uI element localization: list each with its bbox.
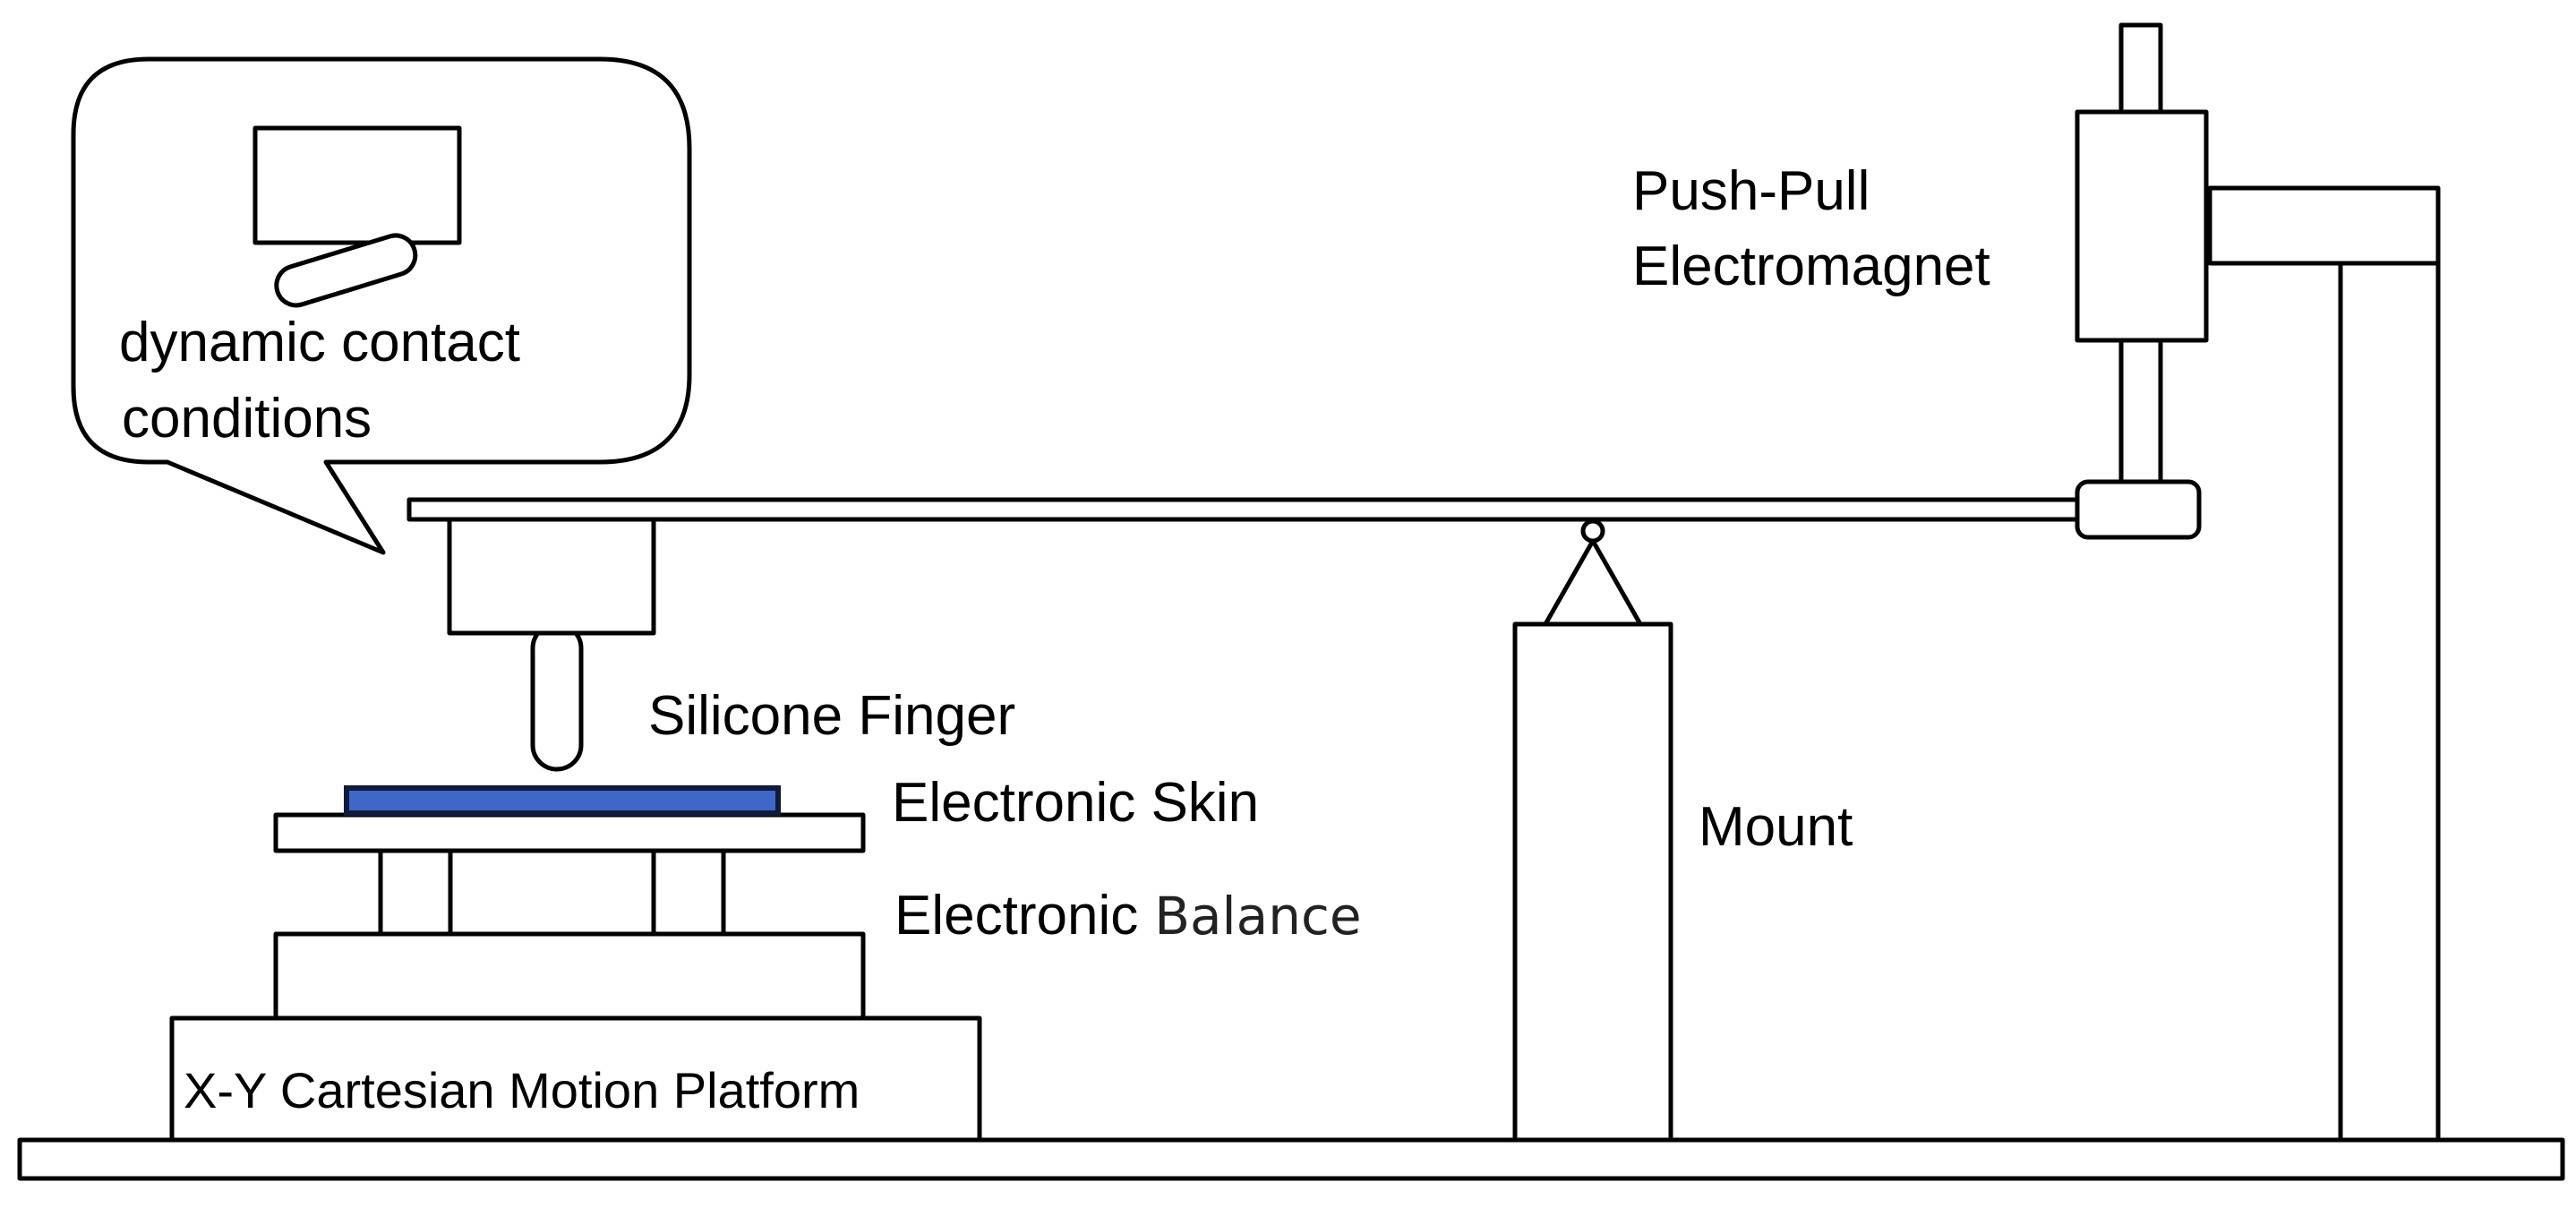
balance-pan [273, 812, 866, 853]
balance-body [273, 931, 866, 1021]
balance-label: Electronic Balance [894, 885, 1362, 947]
mount-post [1512, 621, 1673, 1143]
electromagnet-label-line1: Push-Pull [1632, 160, 1870, 222]
bubble-label-line1: dynamic contact [119, 312, 520, 373]
xy-motion-platform [169, 1015, 982, 1143]
bubble-contact-surface [252, 125, 462, 245]
base-plate [17, 1137, 2565, 1181]
lever-beam [407, 497, 2091, 522]
platform-label: X-Y Cartesian Motion Platform [184, 1062, 860, 1118]
electromagnet-stand [2207, 185, 2441, 1143]
speech-bubble [71, 56, 692, 555]
bubble-tilted-finger [274, 233, 418, 308]
pivot-joint [1580, 518, 1605, 544]
plunger-top [2118, 22, 2163, 115]
mount-label: Mount [1699, 796, 1853, 858]
pivot-support [1543, 538, 1643, 626]
balance-label-suffix: Balance [1154, 886, 1361, 947]
bubble-label-line2: conditions [122, 388, 372, 450]
balance-leg-right [651, 848, 726, 937]
finger-label: Silicone Finger [648, 685, 1015, 747]
plunger-bottom [2118, 338, 2163, 484]
electromagnet-label-line2: Electromagnet [1632, 236, 1990, 297]
balance-label-main: Electronic [894, 885, 1138, 947]
balance-leg-left [378, 848, 453, 937]
silicone-finger [530, 621, 584, 772]
electromagnet-body [2075, 109, 2209, 343]
beam-connector [2075, 479, 2202, 540]
skin-label: Electronic Skin [892, 772, 1259, 834]
electronic-skin [344, 785, 781, 816]
finger-holder [447, 517, 656, 636]
